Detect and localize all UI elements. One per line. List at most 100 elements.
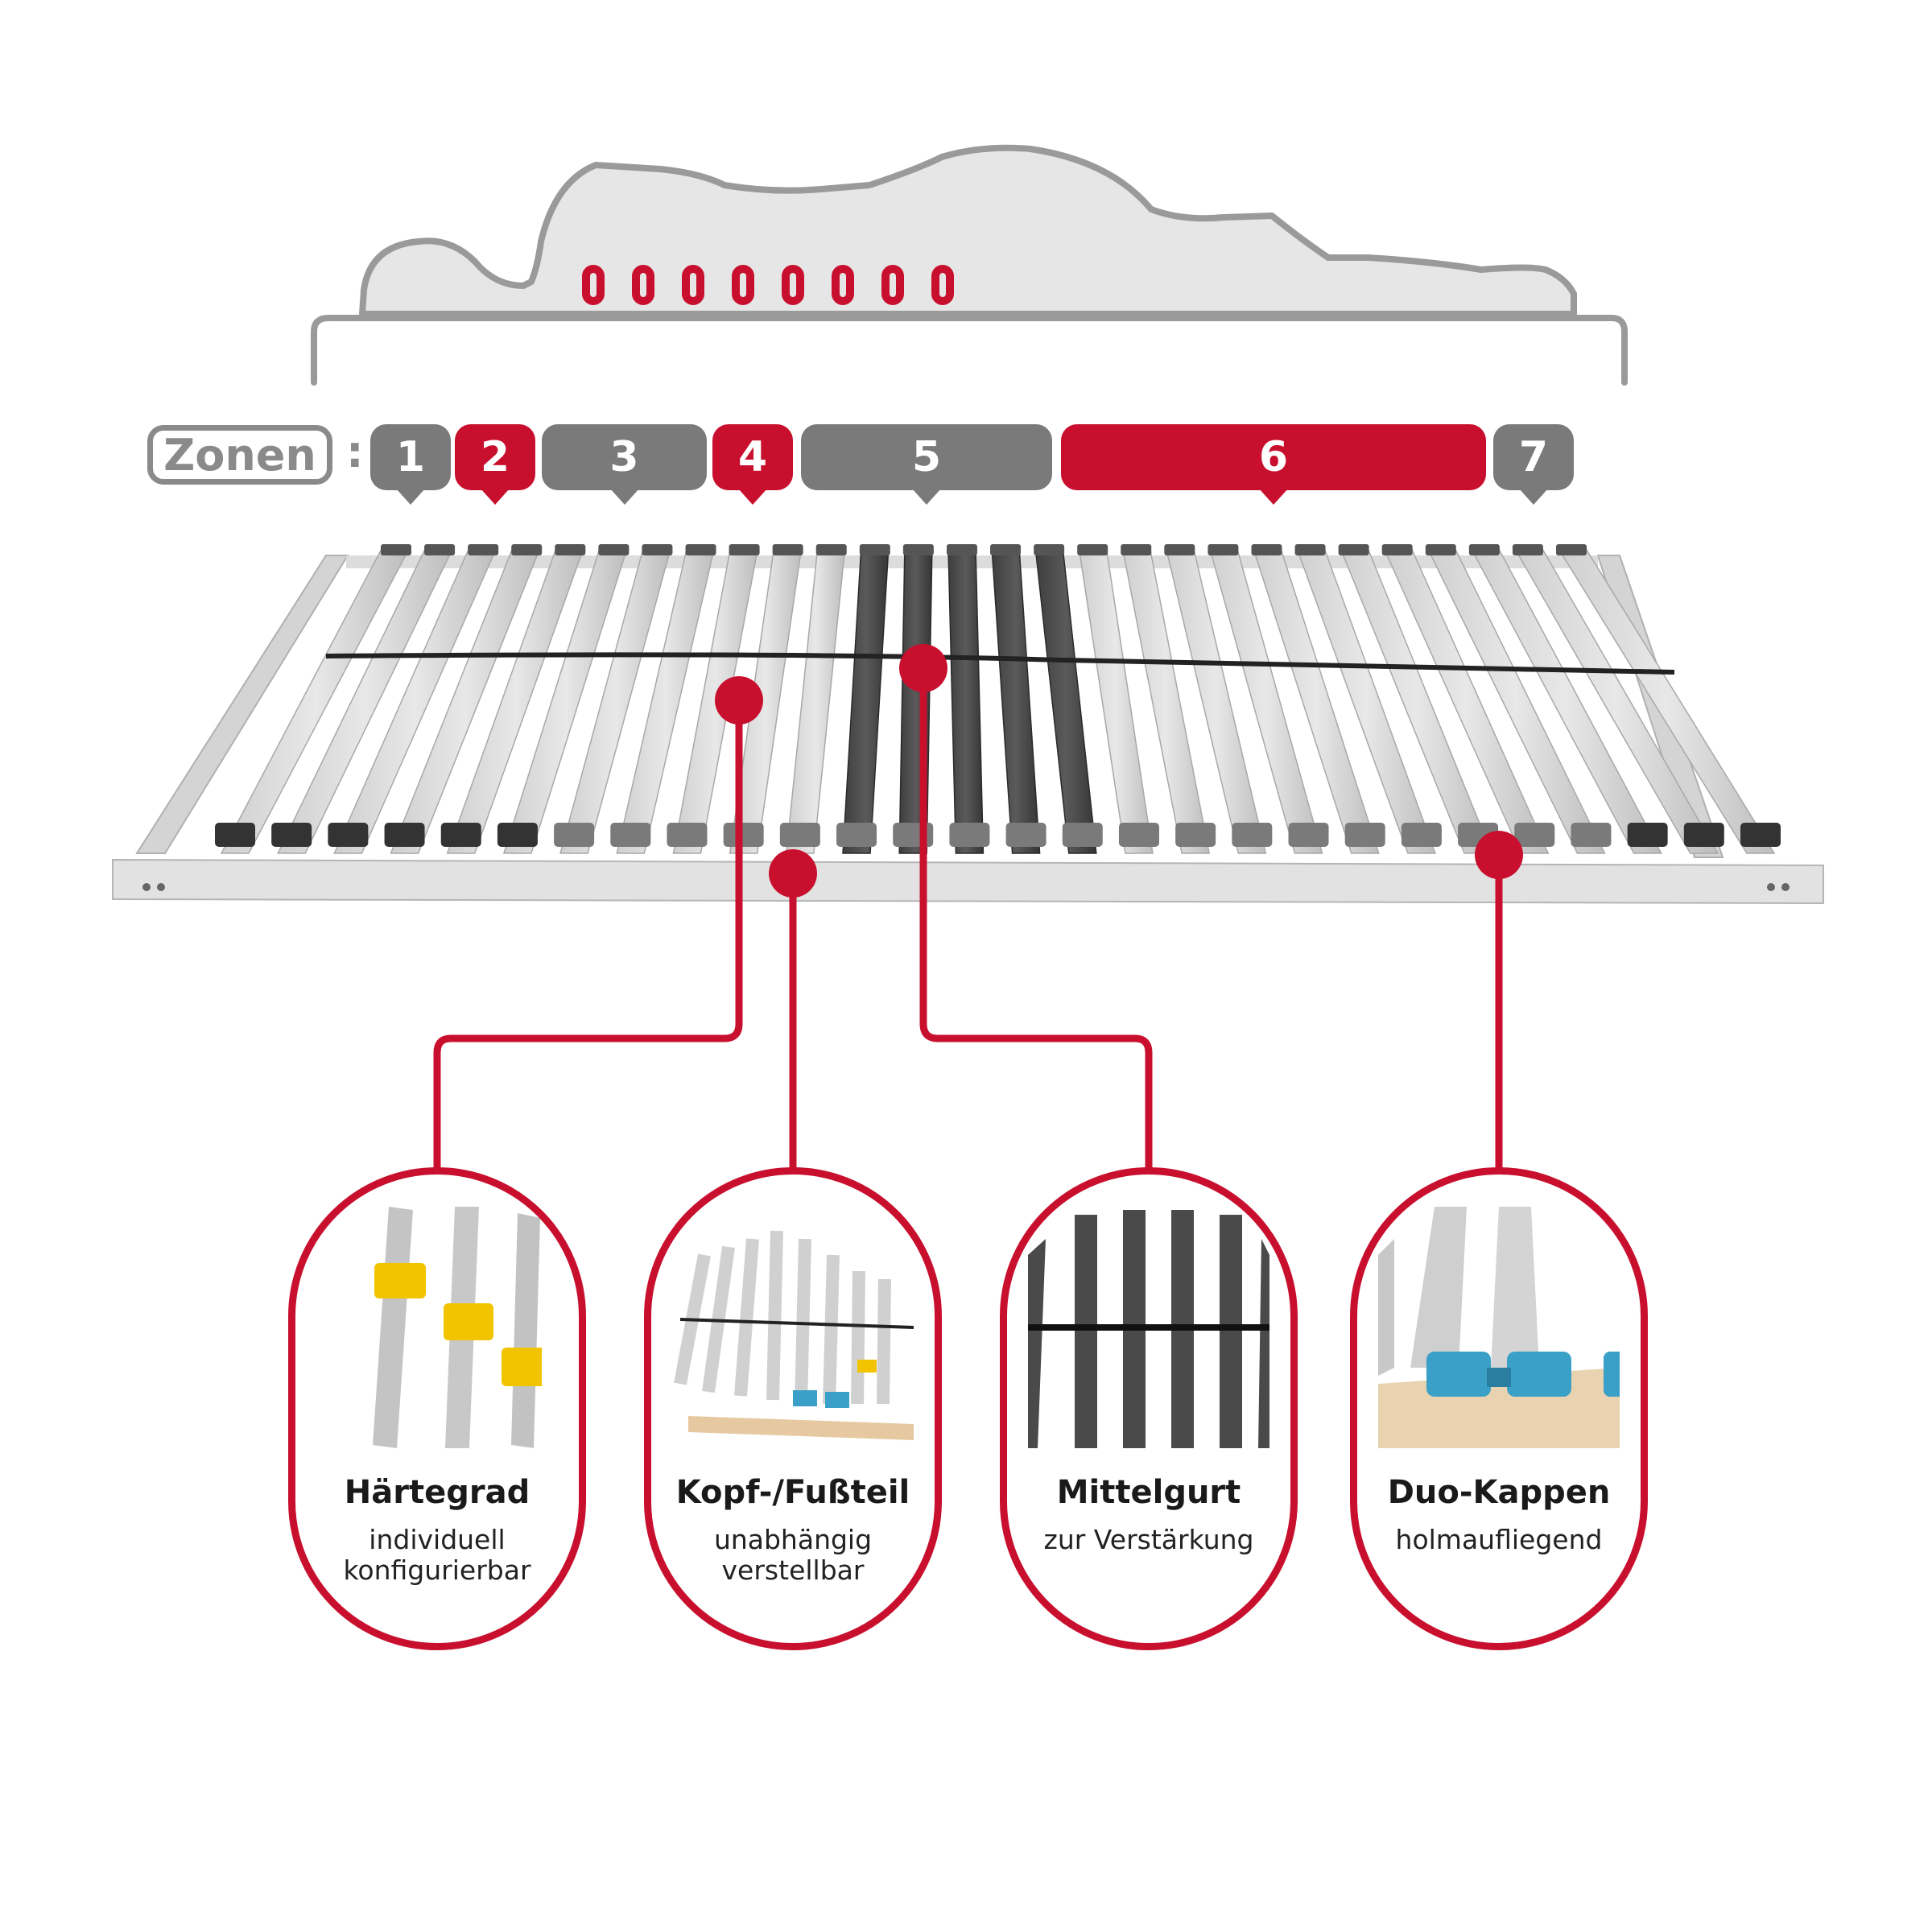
body-silhouette: [359, 144, 1577, 317]
feature-center-belt-subtitle: zur Verstärkung: [1023, 1525, 1274, 1555]
slat-cap: [554, 823, 595, 847]
slat-cap-top: [424, 544, 456, 555]
frame-rail-left: [135, 555, 349, 854]
zone-6-number: 6: [1258, 433, 1289, 481]
feature-head-foot-title: Kopf-/Fußteil: [675, 1474, 910, 1511]
slat-cap-top: [1077, 544, 1108, 555]
feature-hardness: Härtegrad individuell konfigurierbar: [288, 1167, 586, 1650]
slat-cap-top: [555, 544, 586, 555]
feature-head-foot-sub1: unabhängig: [713, 1524, 873, 1555]
frame-rail-front: [112, 858, 1824, 905]
zone-7-number: 7: [1518, 433, 1549, 481]
slat-cap-top: [1208, 544, 1239, 555]
slat-cap-top: [1512, 544, 1543, 555]
slat-cap-top: [772, 544, 803, 555]
slat-cap: [1344, 823, 1385, 847]
slat-cap: [667, 823, 708, 847]
slat-cap-top: [1338, 544, 1369, 555]
hardness-slats-image: [373, 1207, 542, 1448]
slat-cap-top: [468, 544, 499, 555]
slat-cap: [1232, 823, 1273, 847]
slat-cap-top: [1164, 544, 1195, 555]
zone-2: 2: [455, 424, 535, 505]
slat-cap-top: [859, 544, 890, 555]
slat-cap: [497, 823, 538, 847]
slat-cap: [1571, 823, 1612, 847]
zones-label: Zonen: [147, 425, 332, 485]
duo-caps-image: [1378, 1207, 1620, 1448]
slat-cap: [723, 823, 764, 847]
zone-1-number: 1: [395, 433, 426, 481]
slat-cap-top: [1121, 544, 1152, 555]
slat-cap: [610, 823, 651, 847]
head-foot-image: [674, 1230, 914, 1440]
slat: [991, 547, 1041, 854]
feature-center-belt: Mittelgurt zur Verstärkung: [1000, 1167, 1298, 1650]
slat-cap: [440, 823, 481, 847]
center-belt: [325, 652, 1675, 675]
feature-center-belt-sub1: zur Verstärkung: [1043, 1524, 1254, 1555]
feature-hardness-sub1: individuell: [369, 1524, 506, 1555]
mattress-illustration: [311, 144, 1628, 386]
zone-5: 5: [801, 424, 1052, 505]
slat-cap-top: [642, 544, 673, 555]
slat-cap-top: [946, 544, 977, 555]
slat-cap: [1175, 823, 1216, 847]
feature-head-foot: Kopf-/Fußteil unabhängig verstellbar: [644, 1167, 942, 1650]
zone-3: 3: [542, 424, 707, 505]
slat-cap: [1288, 823, 1329, 847]
callout-lines: [433, 668, 1503, 1169]
slat-cap-top: [685, 544, 716, 555]
feature-head-foot-sub2: verstellbar: [721, 1554, 865, 1586]
zone-3-number: 3: [609, 433, 639, 481]
slat-cap: [328, 823, 369, 847]
slat-cap-top: [381, 544, 411, 555]
slat-cap: [1514, 823, 1555, 847]
slat-cap-top: [729, 544, 760, 555]
slat-cap-top: [1556, 544, 1587, 555]
pressure-points: [582, 265, 954, 305]
slat-cap: [384, 823, 425, 847]
slat-cap: [1005, 823, 1046, 847]
slat-cap-top: [1468, 544, 1500, 555]
slat-cap: [215, 823, 255, 847]
slat-cap: [949, 823, 990, 847]
slat-cap: [1062, 823, 1103, 847]
slat-cap-top: [1381, 544, 1413, 555]
feature-hardness-sub2: konfigurierbar: [343, 1554, 531, 1586]
slat-cap: [779, 823, 820, 847]
feature-duo-caps-title: Duo-Kappen: [1387, 1474, 1611, 1511]
slat-cap-top: [990, 544, 1022, 555]
feature-head-foot-subtitle: unabhängig verstellbar: [667, 1525, 919, 1586]
callout-dots: [715, 644, 1523, 898]
zones-label-text: Zonen: [163, 429, 316, 481]
feature-duo-caps: Duo-Kappen holmaufliegend: [1350, 1167, 1648, 1650]
slat: [947, 547, 985, 854]
feature-duo-caps-subtitle: holmaufliegend: [1373, 1525, 1624, 1555]
zone-2-number: 2: [480, 433, 510, 481]
zone-4: 4: [712, 424, 793, 505]
slat-cap-top: [1425, 544, 1456, 555]
slat-cap-top: [598, 544, 630, 555]
mattress-outline: [311, 315, 1628, 386]
zones-colon: :: [346, 427, 364, 477]
slat-cap: [271, 823, 312, 847]
feature-hardness-subtitle: individuell konfigurierbar: [312, 1525, 563, 1586]
slat: [842, 547, 890, 854]
slat-cap-top: [1251, 544, 1282, 555]
feature-hardness-title: Härtegrad: [344, 1474, 530, 1511]
slat-cap: [1627, 823, 1668, 847]
slats: [215, 544, 1781, 854]
slat-cap: [1683, 823, 1724, 847]
slat-cap: [1118, 823, 1159, 847]
zone-6: 6: [1061, 424, 1486, 505]
feature-center-belt-title: Mittelgurt: [1056, 1474, 1241, 1511]
slat-cap-top: [511, 544, 543, 555]
slat-cap: [893, 823, 934, 847]
zone-5-number: 5: [911, 433, 942, 481]
slat-cap: [1401, 823, 1442, 847]
slat-cap-top: [902, 544, 934, 555]
slat: [898, 547, 933, 854]
